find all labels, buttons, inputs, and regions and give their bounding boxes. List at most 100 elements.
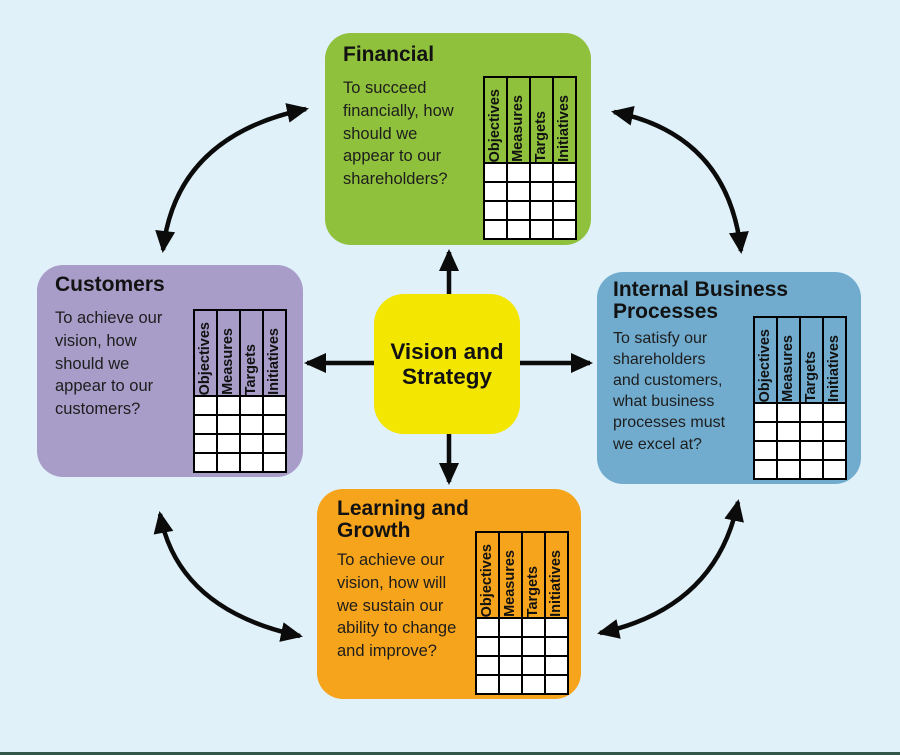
table-row (475, 674, 569, 695)
column-header-objectives: Objectives (753, 316, 778, 403)
empty-cell (506, 219, 531, 240)
table-header-row: Objectives Measures Targets Initiatives (475, 531, 569, 618)
table-header-row: Objectives Measures Targets Initiatives (483, 76, 577, 163)
empty-cell (799, 440, 824, 461)
empty-cell (799, 402, 824, 423)
table-header-row: Objectives Measures Targets Initiatives (753, 316, 847, 403)
empty-cell (753, 421, 778, 442)
financial-perspective-box: Financial To succeed financially, how sh… (325, 33, 591, 245)
column-header-targets: Targets (521, 531, 546, 618)
customers-perspective-box: Customers To achieve our vision, how sho… (37, 265, 303, 477)
table-row (483, 181, 577, 202)
table-row (193, 452, 287, 473)
empty-cell (529, 162, 554, 183)
empty-cell (239, 414, 264, 435)
empty-cell (483, 219, 508, 240)
empty-cell (216, 433, 241, 454)
table-row (483, 219, 577, 240)
table-row (753, 459, 847, 480)
column-header-measures: Measures (776, 316, 801, 403)
column-header-measures: Measures (216, 309, 241, 396)
empty-cell (475, 674, 500, 695)
financial-question-text: To succeed financially, how should we ap… (343, 79, 454, 189)
empty-cell (552, 162, 577, 183)
internal-processes-title: Internal Business Processes (613, 278, 789, 324)
column-header-targets: Targets (239, 309, 264, 396)
customers-title: Customers (55, 273, 165, 296)
vision-strategy-box: Vision and Strategy (374, 294, 520, 434)
empty-cell (262, 414, 287, 435)
vision-strategy-label: Vision and Strategy (390, 338, 504, 389)
empty-cell (529, 181, 554, 202)
empty-cell (822, 440, 847, 461)
empty-cell (506, 200, 531, 221)
empty-cell (529, 200, 554, 221)
arrow-financial-internal (611, 105, 749, 254)
column-header-initiatives: Initiatives (262, 309, 287, 396)
empty-cell (193, 452, 218, 473)
table-header-row: Objectives Measures Targets Initiatives (193, 309, 287, 396)
arrow-customers-financial (155, 103, 309, 253)
empty-cell (498, 655, 523, 676)
column-header-targets: Targets (529, 76, 554, 163)
internal-processes-question-text: To satisfy our shareholders and customer… (613, 330, 726, 453)
empty-cell (753, 459, 778, 480)
empty-cell (521, 636, 546, 657)
empty-cell (483, 200, 508, 221)
empty-cell (552, 219, 577, 240)
empty-cell (262, 452, 287, 473)
empty-cell (521, 617, 546, 638)
column-header-objectives: Objectives (483, 76, 508, 163)
empty-cell (498, 674, 523, 695)
column-header-initiatives: Initiatives (544, 531, 569, 618)
column-header-initiatives: Initiatives (822, 316, 847, 403)
empty-cell (776, 421, 801, 442)
empty-cell (529, 219, 554, 240)
empty-cell (822, 421, 847, 442)
empty-cell (239, 433, 264, 454)
empty-cell (521, 674, 546, 695)
column-header-objectives: Objectives (475, 531, 500, 618)
empty-cell (262, 395, 287, 416)
table-row (753, 440, 847, 461)
table-row (753, 421, 847, 442)
table-row (193, 433, 287, 454)
customers-scorecard-table: Objectives Measures Targets Initiatives (193, 309, 287, 473)
table-row (475, 655, 569, 676)
empty-cell (822, 402, 847, 423)
internal-processes-perspective-box: Internal Business Processes To satisfy o… (597, 272, 861, 484)
empty-cell (776, 440, 801, 461)
empty-cell (498, 617, 523, 638)
arrow-learning-internal (597, 499, 744, 639)
empty-cell (521, 655, 546, 676)
learning-growth-question-text: To achieve our vision, how will we susta… (337, 551, 457, 661)
empty-cell (544, 617, 569, 638)
column-header-targets: Targets (799, 316, 824, 403)
column-header-initiatives: Initiatives (552, 76, 577, 163)
empty-cell (483, 162, 508, 183)
empty-cell (776, 459, 801, 480)
empty-cell (506, 181, 531, 202)
learning-scorecard-table: Objectives Measures Targets Initiatives (475, 531, 569, 695)
empty-cell (216, 414, 241, 435)
table-row (483, 200, 577, 221)
empty-cell (544, 636, 569, 657)
bottom-border-line (0, 752, 900, 755)
table-row (753, 402, 847, 423)
learning-growth-perspective-box: Learning and Growth To achieve our visio… (317, 489, 581, 699)
empty-cell (498, 636, 523, 657)
arrow-customers-learning (153, 511, 303, 642)
empty-cell (475, 617, 500, 638)
empty-cell (239, 452, 264, 473)
empty-cell (483, 181, 508, 202)
empty-cell (193, 433, 218, 454)
empty-cell (552, 181, 577, 202)
empty-cell (475, 655, 500, 676)
empty-cell (239, 395, 264, 416)
empty-cell (193, 414, 218, 435)
empty-cell (216, 452, 241, 473)
table-row (475, 636, 569, 657)
table-row (475, 617, 569, 638)
internal-scorecard-table: Objectives Measures Targets Initiatives (753, 316, 847, 480)
